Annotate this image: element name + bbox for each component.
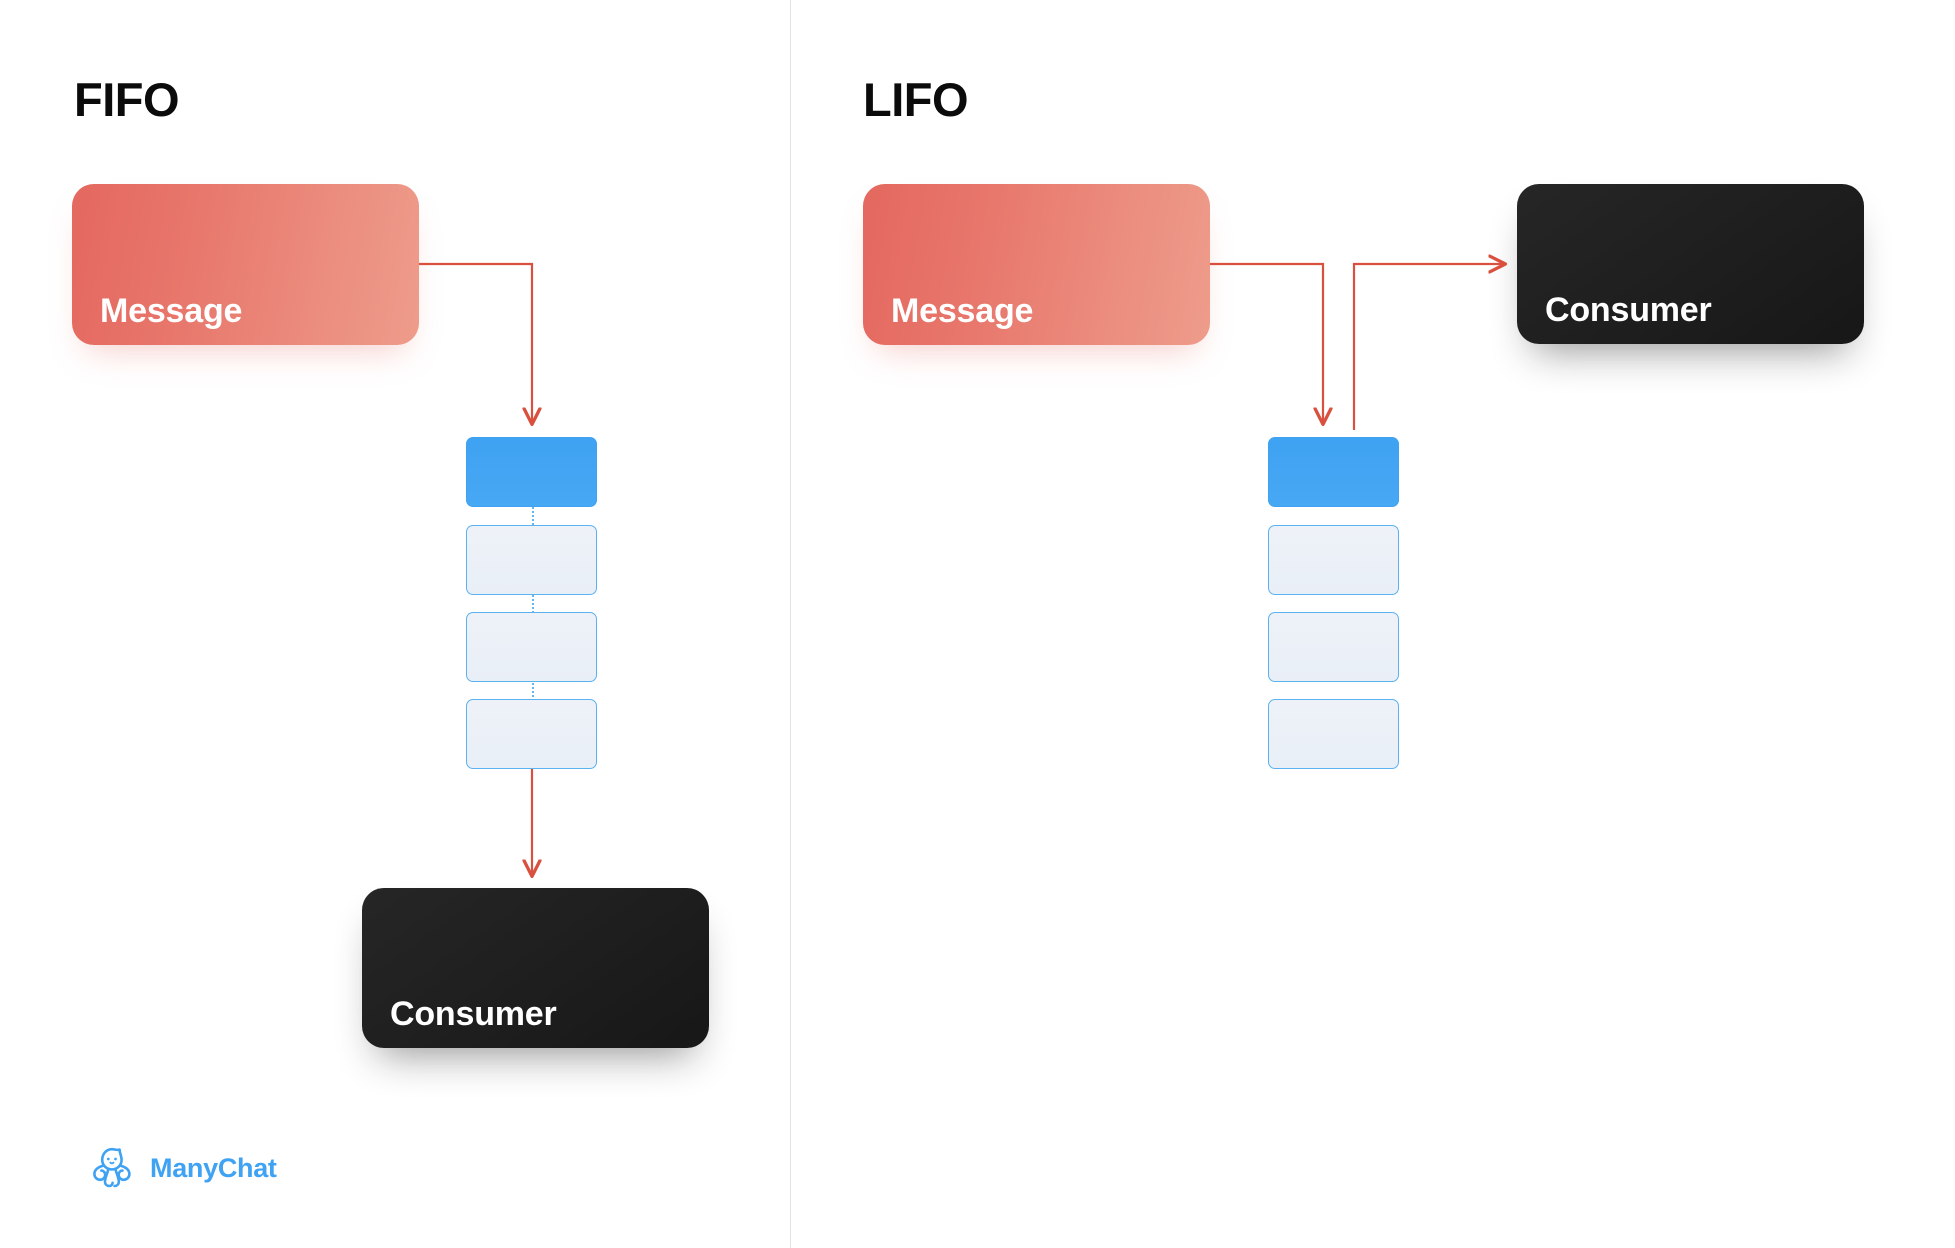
fifo-message-label: Message (100, 292, 243, 330)
lifo-queue-slot-empty-1[interactable] (1268, 525, 1399, 595)
lifo-queue-slot-empty-2[interactable] (1268, 612, 1399, 682)
fifo-message-card[interactable]: Message (72, 184, 419, 345)
fifo-panel-title: FIFO (74, 73, 180, 126)
fifo-queue-slot-empty-3[interactable] (466, 699, 597, 769)
fifo-queue-slot-empty-2[interactable] (466, 612, 597, 682)
lifo-panel: LIFO Message Consumer (791, 0, 1955, 1248)
fifo-consumer-label: Consumer (390, 995, 557, 1033)
lifo-consumer-label: Consumer (1545, 291, 1712, 329)
fifo-queue-slot-filled[interactable] (466, 437, 597, 507)
lifo-consumer-card[interactable]: Consumer (1517, 184, 1864, 344)
fifo-queue-slot-empty-1[interactable] (466, 525, 597, 595)
lifo-queue-slot-empty-3[interactable] (1268, 699, 1399, 769)
lifo-panel-title: LIFO (863, 73, 969, 126)
lifo-queue-slot-filled[interactable] (1268, 437, 1399, 507)
fifo-panel: FIFO Message Consumer (0, 0, 790, 1248)
fifo-consumer-card[interactable]: Consumer (362, 888, 709, 1048)
brand-name: ManyChat (150, 1153, 277, 1183)
octopus-icon (86, 1140, 138, 1197)
brand-lockup: ManyChat (86, 1140, 277, 1197)
lifo-message-card[interactable]: Message (863, 184, 1210, 345)
lifo-message-label: Message (891, 292, 1034, 330)
panel-divider (790, 0, 791, 1248)
